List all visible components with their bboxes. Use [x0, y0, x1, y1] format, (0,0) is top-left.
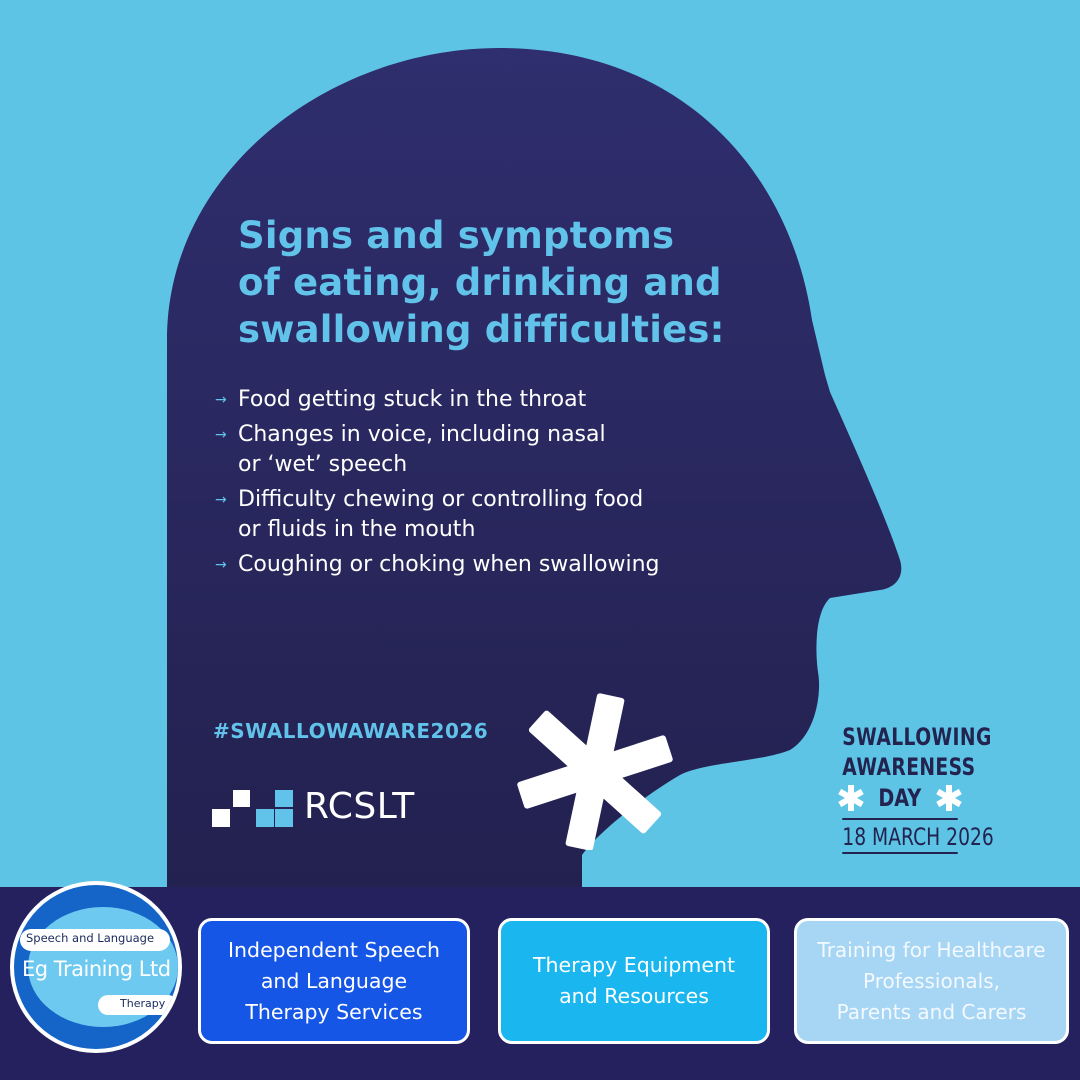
- card-text: Independent Speech: [228, 937, 440, 962]
- list-item-text: Changes in voice, including nasal: [238, 422, 606, 447]
- list-item-text: Food getting stuck in the throat: [238, 387, 587, 412]
- headline: Signs and symptoms of eating, drinking a…: [238, 212, 798, 353]
- card-text: and Resources: [559, 984, 709, 1008]
- badge-line: SWALLOWING: [842, 723, 992, 751]
- list-item: → Changes in voice, including nasal or ‘…: [215, 420, 775, 480]
- service-card-therapy-services[interactable]: Independent Speech and Language Therapy …: [198, 918, 470, 1044]
- asterisk-icon: [517, 693, 673, 850]
- logo-main-text: Eg Training Ltd: [22, 957, 171, 981]
- head-silhouette: [167, 48, 902, 890]
- list-item-text: Coughing or choking when swallowing: [238, 552, 660, 577]
- card-text: Therapy Equipment: [532, 953, 736, 977]
- service-card-equipment[interactable]: Therapy Equipment and Resources: [498, 918, 770, 1044]
- list-item-text: Difficulty chewing or controlling food: [238, 487, 644, 512]
- headline-line: of eating, drinking and: [238, 261, 722, 304]
- list-item: → Food getting stuck in the throat: [215, 385, 775, 415]
- badge-row: DAY: [826, 782, 974, 814]
- headline-line: Signs and symptoms: [238, 214, 675, 257]
- list-item-text: or fluids in the mouth: [238, 517, 476, 542]
- card-text: Training for Healthcare: [817, 937, 1046, 962]
- rcslt-wordmark: RCSLT: [304, 786, 415, 827]
- eg-training-logo: Speech and Language Eg Training Ltd Ther…: [10, 881, 182, 1053]
- logo-top-text: Speech and Language: [26, 931, 155, 945]
- headline-line: swallowing difficulties:: [238, 308, 725, 351]
- hashtag: #SWALLOWAWARE2026: [213, 719, 489, 743]
- asterisk-icon: [936, 785, 962, 811]
- badge-line: AWARENESS: [842, 753, 976, 781]
- service-card-training[interactable]: Training for Healthcare Professionals, P…: [794, 918, 1069, 1044]
- arrow-right-icon: →: [215, 392, 227, 408]
- badge-line: DAY: [878, 784, 922, 812]
- card-text: Professionals,: [863, 968, 1000, 993]
- card-text: Therapy Services: [245, 999, 423, 1024]
- list-item-text: or ‘wet’ speech: [238, 452, 408, 477]
- rcslt-squares-icon: [212, 790, 294, 828]
- swallowing-awareness-day-badge: SWALLOWING AWARENESS DAY 18 MARCH 2026: [826, 722, 994, 854]
- asterisk-icon: [838, 785, 864, 811]
- list-item: → Difficulty chewing or controlling food…: [215, 485, 775, 545]
- list-item: → Coughing or choking when swallowing: [215, 550, 775, 580]
- card-text: Parents and Carers: [836, 999, 1027, 1024]
- arrow-right-icon: →: [215, 557, 227, 573]
- arrow-right-icon: →: [215, 427, 227, 443]
- arrow-right-icon: →: [215, 492, 227, 508]
- symptom-list: → Food getting stuck in the throat → Cha…: [215, 385, 775, 585]
- logo-bottom-text: Therapy: [120, 997, 166, 1010]
- rcslt-logo: RCSLT: [212, 786, 452, 830]
- badge-date: 18 MARCH 2026: [842, 818, 994, 854]
- card-text: and Language: [260, 968, 408, 993]
